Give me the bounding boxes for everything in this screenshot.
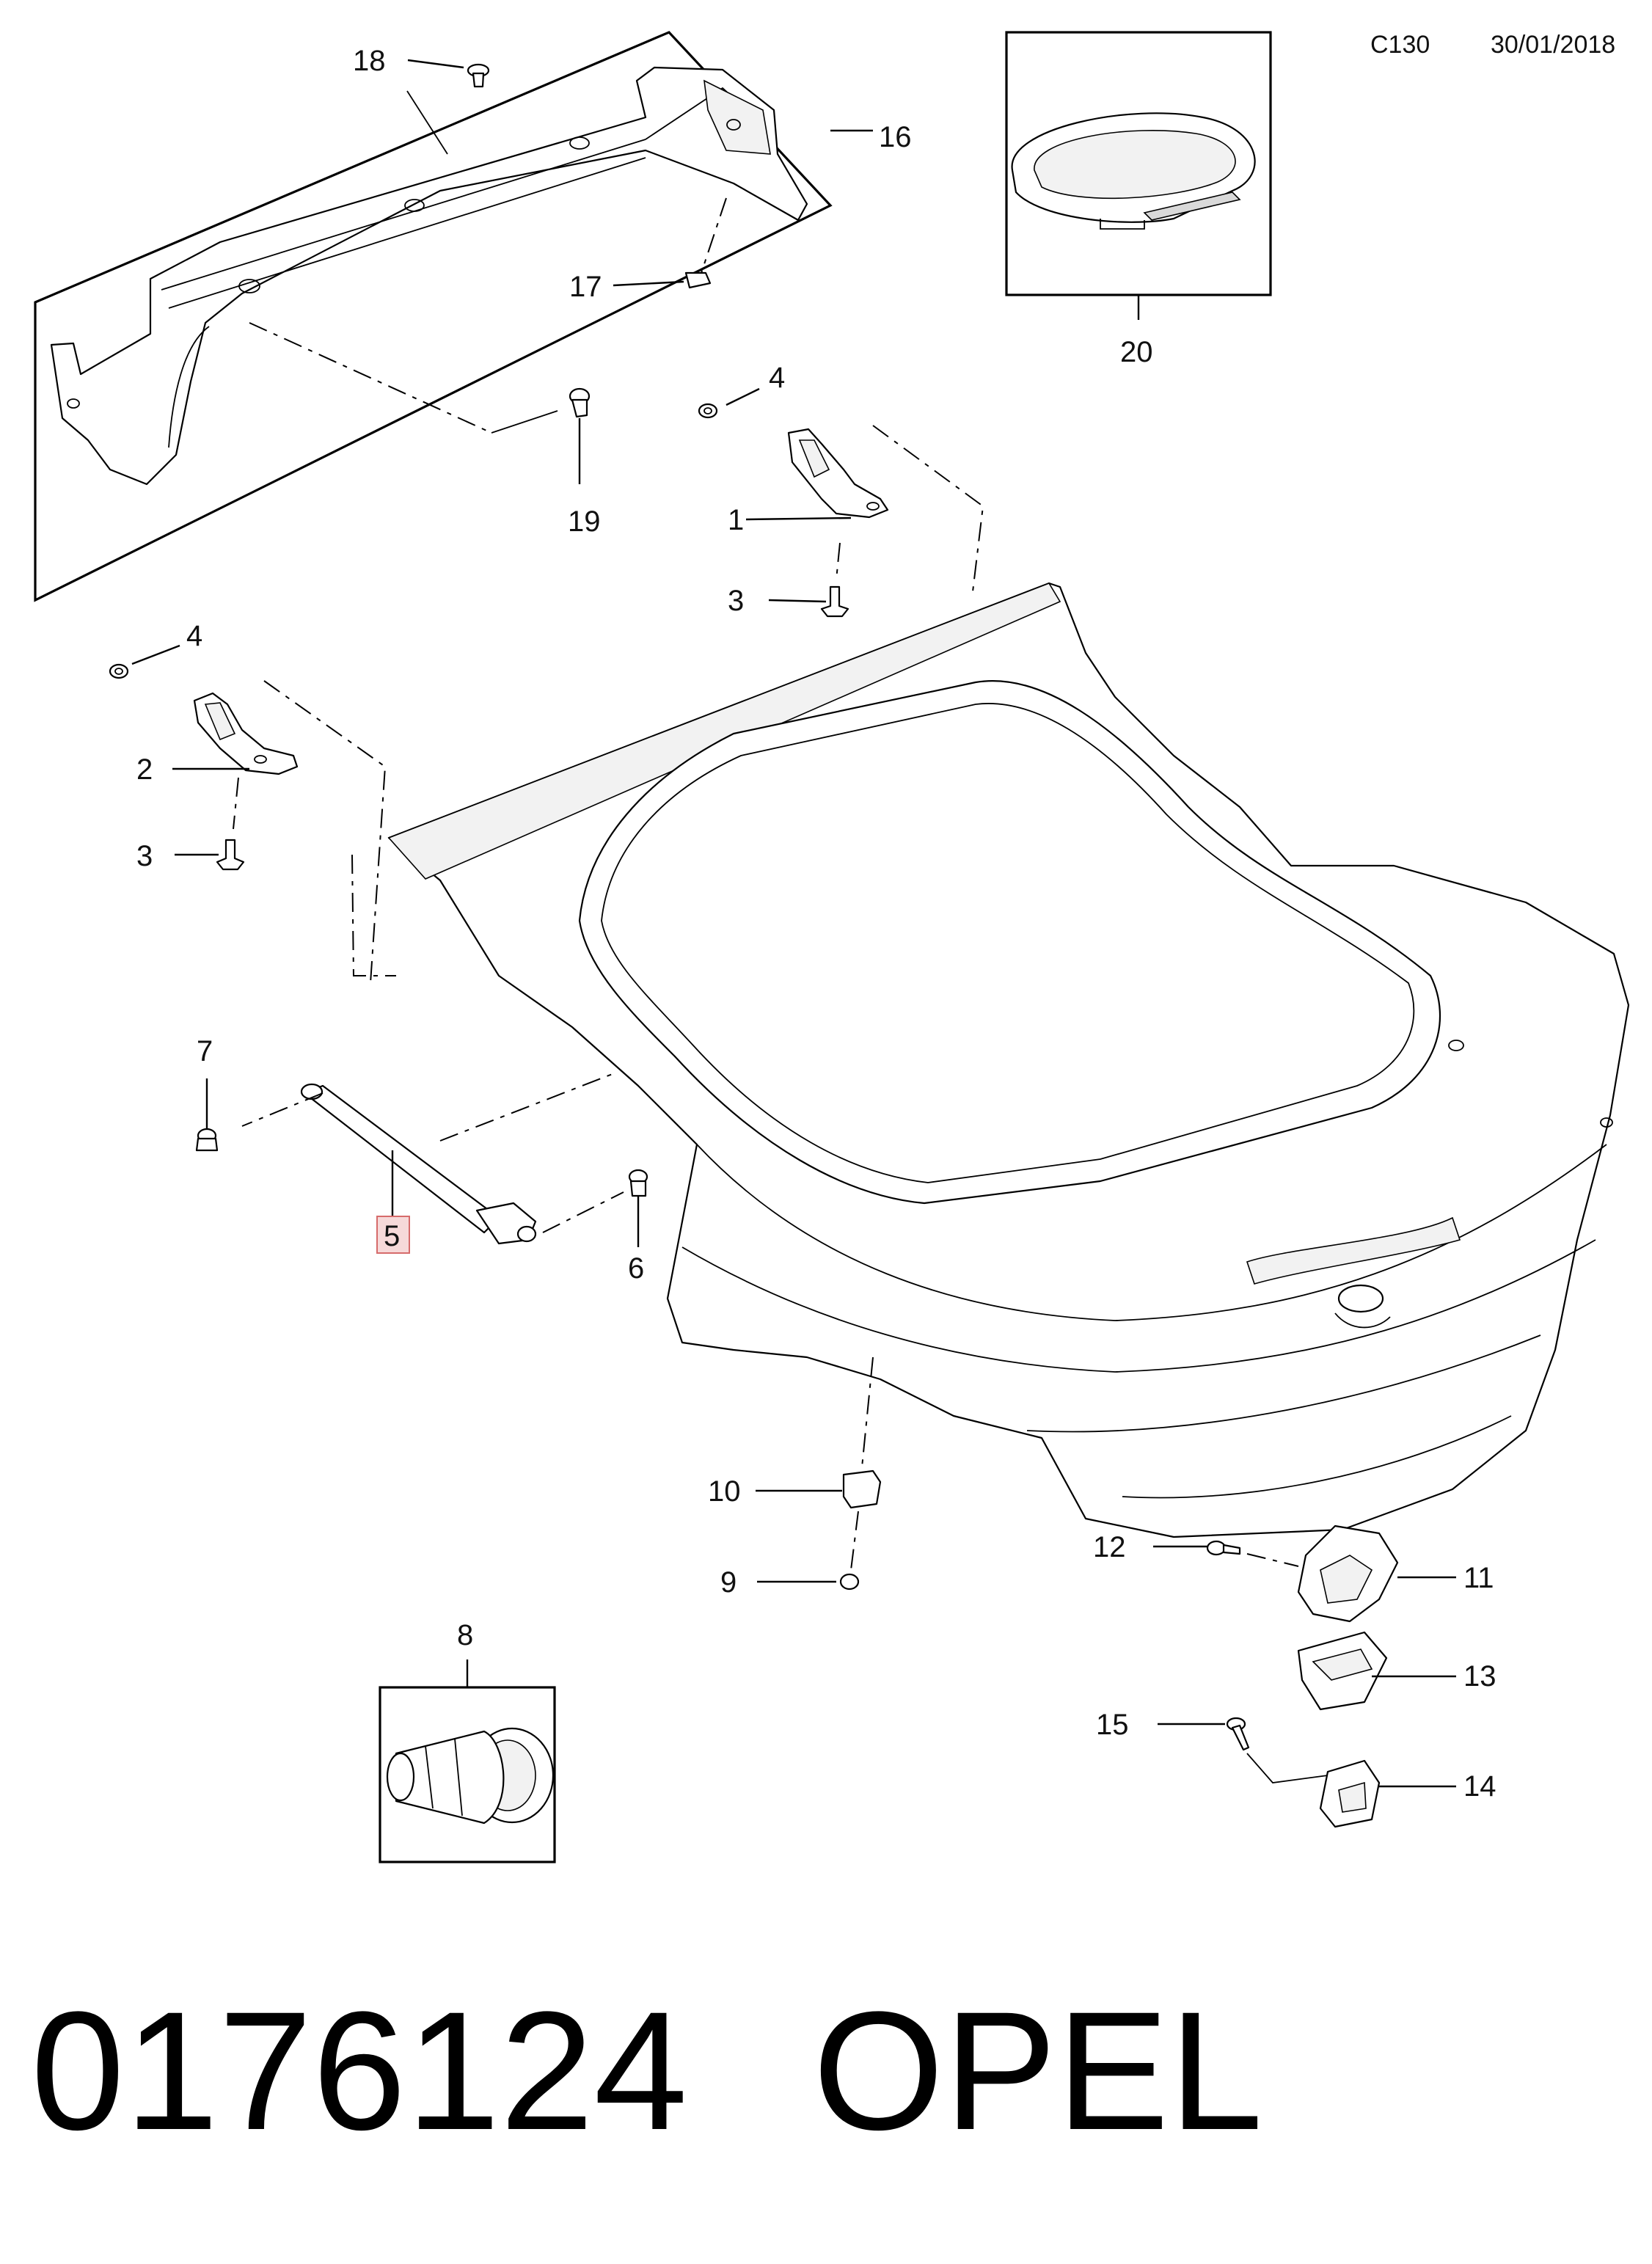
callout-18: 18 [353, 45, 386, 77]
callout-2: 2 [136, 753, 153, 786]
striker-14 [1319, 1759, 1456, 1828]
callout-9: 9 [720, 1566, 737, 1599]
bolt-3-lower [175, 839, 245, 871]
diagram-date: 30/01/2018 [1491, 31, 1615, 59]
bumper-10 [756, 1469, 882, 1509]
callout-14: 14 [1463, 1770, 1496, 1803]
washer-4-upper [698, 387, 760, 419]
callout-5-highlight: 5 [376, 1216, 410, 1254]
ball-stud-6 [628, 1169, 648, 1247]
callout-12: 12 [1093, 1531, 1126, 1563]
plug-box [379, 1659, 556, 1863]
callout-19: 19 [568, 505, 601, 538]
callout-10: 10 [708, 1475, 741, 1508]
callout-13: 13 [1463, 1660, 1496, 1692]
callout-1: 1 [728, 504, 744, 536]
tailgate [387, 582, 1630, 1538]
washer-4-lower [109, 644, 180, 679]
bolt-3-upper [768, 585, 849, 618]
callout-3-upper: 3 [728, 585, 744, 617]
callout-4-upper: 4 [769, 362, 785, 394]
callout-15: 15 [1096, 1709, 1129, 1741]
page-code: C130 [1370, 31, 1430, 59]
ball-stud-7 [195, 1078, 219, 1152]
grommet-9 [757, 1573, 860, 1591]
callout-17: 17 [569, 271, 602, 303]
part-number: 0176124 [31, 1976, 687, 2165]
screw-18 [407, 59, 490, 88]
cover-box [1005, 31, 1272, 320]
hinge-2 [172, 692, 299, 775]
callout-8: 8 [457, 1619, 473, 1651]
callout-3-lower: 3 [136, 840, 153, 872]
clip-19 [569, 387, 591, 484]
callout-20: 20 [1120, 336, 1153, 368]
callout-5: 5 [384, 1220, 400, 1252]
screw-15 [1158, 1717, 1328, 1783]
latch-11 [1297, 1524, 1456, 1623]
callout-7: 7 [197, 1035, 213, 1067]
callout-6: 6 [628, 1252, 644, 1285]
bolt-12 [1153, 1540, 1299, 1567]
callout-4-lower: 4 [186, 620, 202, 652]
clip-17 [613, 271, 712, 289]
switch-13 [1297, 1631, 1456, 1711]
trim-panel-box [34, 31, 873, 602]
callout-16: 16 [879, 121, 912, 153]
callout-11: 11 [1463, 1562, 1494, 1594]
brand-name: OPEL [813, 1976, 1263, 2165]
hinge-1 [745, 428, 889, 521]
gas-strut-5 [241, 1072, 624, 1245]
